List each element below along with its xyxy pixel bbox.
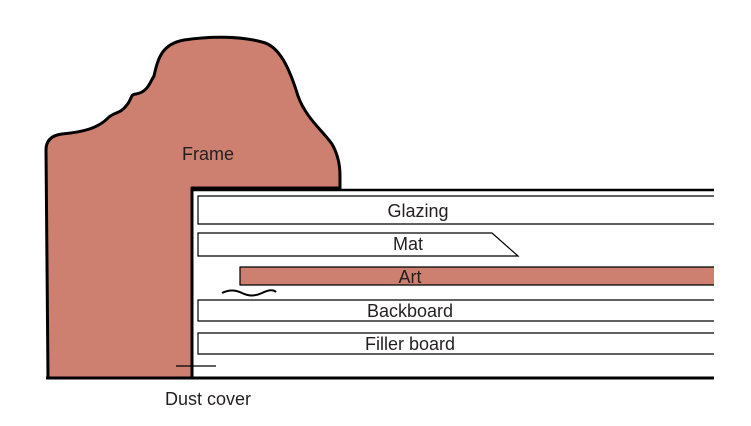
glazing-layer [197, 195, 714, 225]
frame-label: Frame [182, 144, 234, 164]
hinge-mark [221, 289, 277, 297]
backboard-label: Backboard [367, 301, 453, 321]
backboard-layer [197, 299, 714, 322]
filler-board-label: Filler board [365, 334, 455, 354]
mat-layer [197, 232, 520, 257]
glazing-label: Glazing [387, 201, 448, 221]
frame-profile [44, 35, 342, 380]
art-layer [239, 266, 714, 286]
dust-cover-label: Dust cover [165, 389, 251, 409]
mat-label: Mat [393, 234, 423, 254]
art-label: Art [398, 267, 421, 287]
filler-board-layer [197, 332, 714, 355]
